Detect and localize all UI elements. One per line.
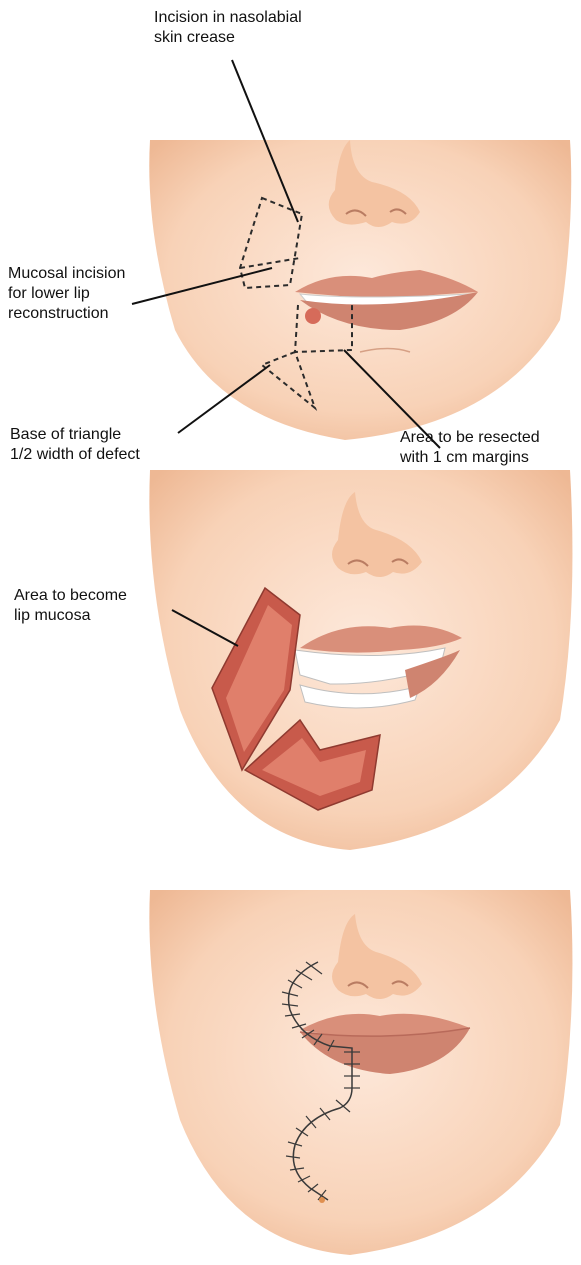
panel-planned-incisions: Incision in nasolabial skin crease Mucos… <box>0 0 581 470</box>
label-incision-nasolabial: Incision in nasolabial skin crease <box>154 8 302 48</box>
label-area-mucosa: Area to become lip mucosa <box>14 586 127 626</box>
panel-sutured-result <box>0 870 581 1265</box>
label-mucosal-incision: Mucosal incision for lower lip reconstru… <box>8 264 125 324</box>
face-illustration-1 <box>0 0 581 470</box>
suture-knot <box>319 1197 325 1203</box>
face-illustration-2 <box>0 470 581 870</box>
lesion <box>305 308 321 324</box>
label-area-resected: Area to be resected with 1 cm margins <box>400 428 540 468</box>
panel-flap-rotation: Area to become lip mucosa <box>0 470 581 870</box>
face-illustration-3 <box>0 870 581 1265</box>
label-base-triangle: Base of triangle 1/2 width of defect <box>10 425 140 465</box>
